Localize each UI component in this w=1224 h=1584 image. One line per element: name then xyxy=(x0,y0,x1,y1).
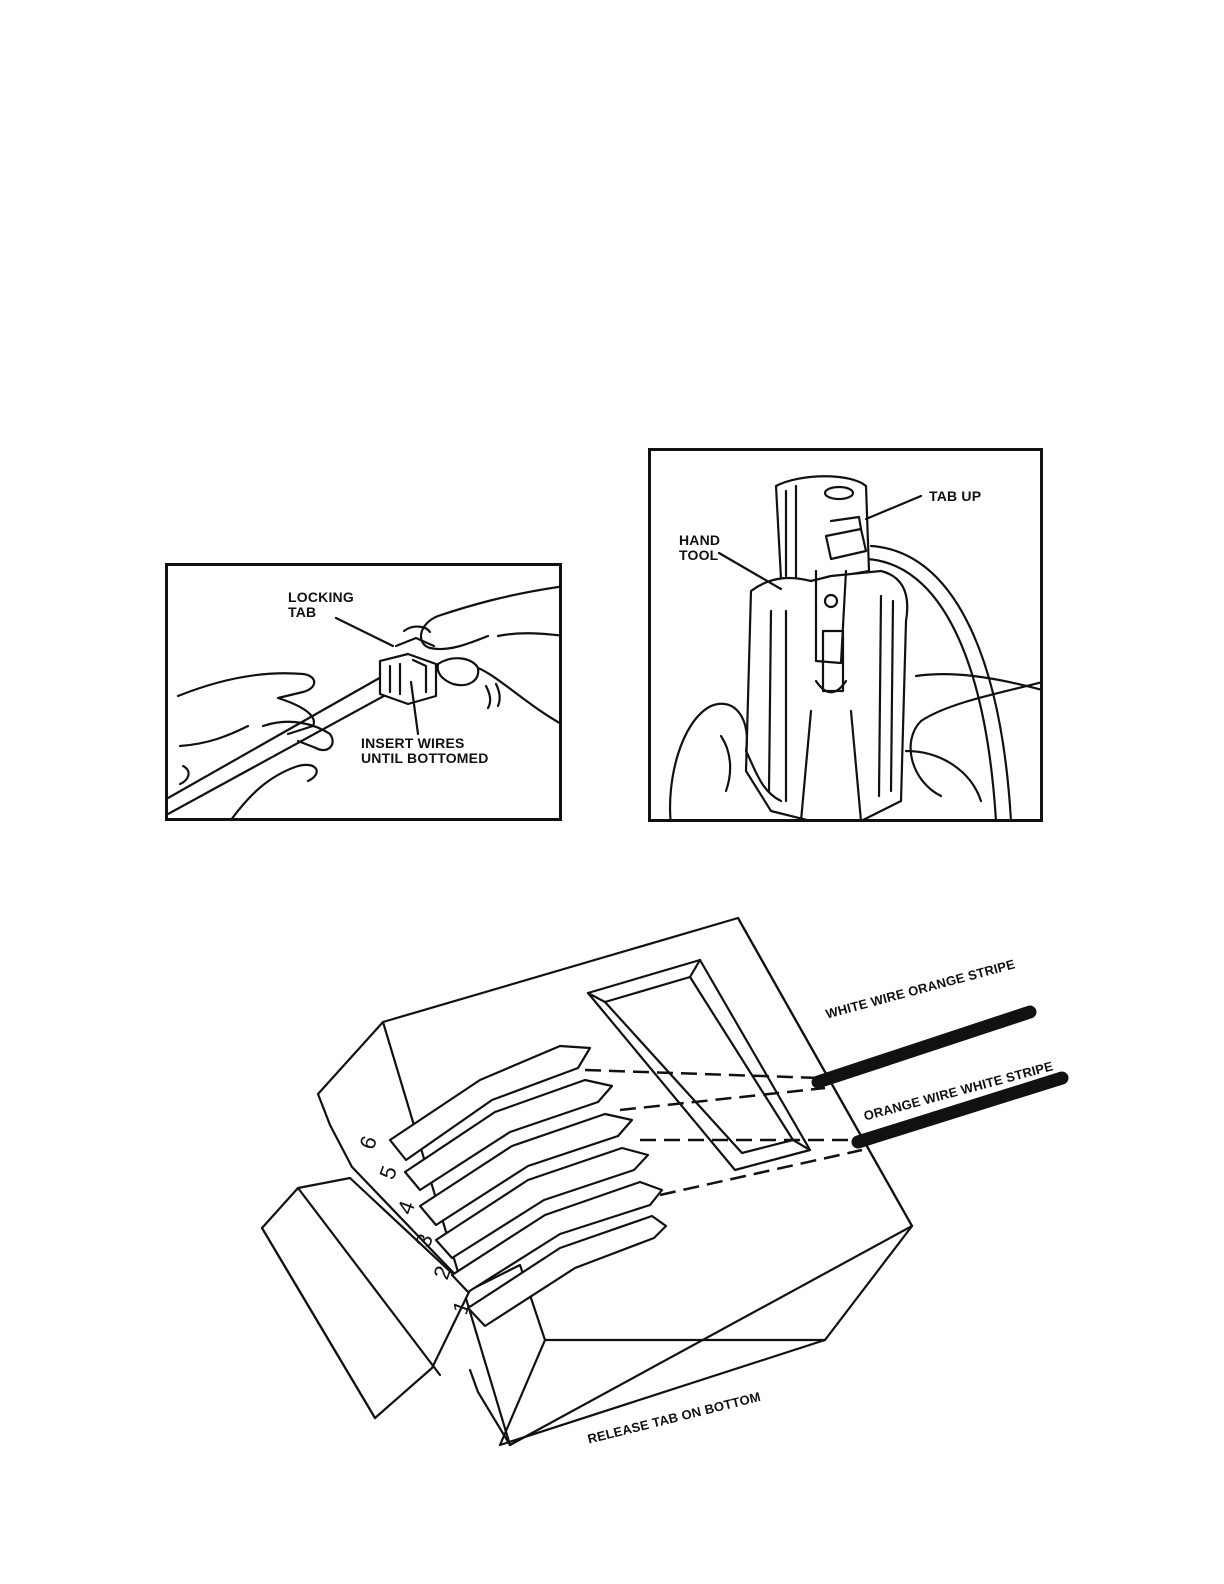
hand-tool-illustration: HAND TOOL TAB UP xyxy=(648,448,1043,822)
pin-number-1: 1 xyxy=(452,1299,470,1316)
pin-number-4: 4 xyxy=(397,1199,415,1216)
insert-wires-label: INSERT WIRES UNTIL BOTTOMED xyxy=(361,736,489,766)
release-tab-label: RELEASE TAB ON BOTTOM xyxy=(586,1389,762,1447)
contact-pins xyxy=(390,1046,666,1326)
locking-tab-label: LOCKING TAB xyxy=(288,590,354,620)
wires xyxy=(585,1012,1062,1195)
crimping-tool-drawing xyxy=(651,451,1043,822)
wire-bottom-label: ORANGE WIRE WHITE STRIPE xyxy=(862,1058,1055,1123)
pin-number-6: 6 xyxy=(359,1134,377,1151)
pin-number-3: 3 xyxy=(415,1232,433,1249)
insert-wires-illustration: LOCKING TAB INSERT WIRES UNTIL BOTTOMED xyxy=(165,563,562,821)
pin-number-2: 2 xyxy=(433,1264,451,1281)
hand-tool-label: HAND TOOL xyxy=(679,533,720,563)
tab-up-label: TAB UP xyxy=(929,489,981,504)
pin-number-5: 5 xyxy=(379,1164,397,1181)
hands-connector-drawing xyxy=(168,566,562,821)
wire-top-label: WHITE WIRE ORANGE STRIPE xyxy=(824,956,1017,1021)
